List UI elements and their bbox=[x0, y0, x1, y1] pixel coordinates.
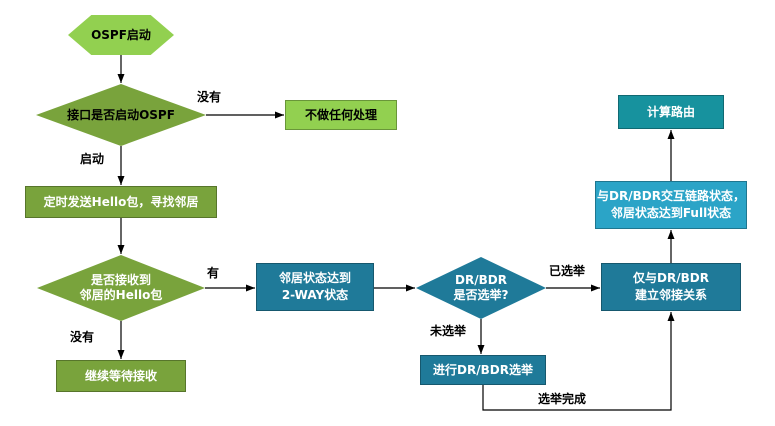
node-do-election-label: 进行DR/BDR选举 bbox=[433, 362, 533, 377]
node-do-election: 进行DR/BDR选举 bbox=[420, 355, 546, 385]
node-keep-waiting: 继续等待接收 bbox=[56, 360, 186, 392]
node-check-hello-label-line2: 邻居的Hello包 bbox=[79, 288, 163, 302]
node-two-way-label-line2: 2-WAY状态 bbox=[281, 288, 349, 302]
edge-label-election-done: 选举完成 bbox=[538, 392, 587, 406]
edge-label-started: 启动 bbox=[80, 152, 105, 166]
node-keep-waiting-label: 继续等待接收 bbox=[84, 368, 157, 383]
node-exchange-full: 与DR/BDR交互链路状态， 邻居状态达到Full状态 bbox=[595, 181, 747, 229]
node-calc-route-label: 计算路由 bbox=[646, 104, 695, 119]
node-adjacency-label-line1: 仅与DR/BDR bbox=[633, 271, 709, 286]
node-check-hello-label-line1: 是否接收到 bbox=[90, 273, 151, 287]
node-no-action-label: 不做任何处理 bbox=[304, 107, 377, 122]
node-check-election-label-line1: DR/BDR bbox=[455, 273, 507, 287]
node-check-interface-label: 接口是否启动OSPF bbox=[67, 107, 175, 122]
node-no-action: 不做任何处理 bbox=[285, 100, 397, 130]
node-exchange-full-label-line1: 与DR/BDR交互链路状态， bbox=[597, 189, 745, 204]
arrow-do-election-to-adjacency bbox=[482, 312, 675, 411]
edge-label-not-elected: 未选举 bbox=[430, 324, 467, 338]
edge-label-hello-received: 有 bbox=[207, 266, 220, 280]
edge-label-no-interface: 没有 bbox=[197, 90, 222, 104]
node-send-hello-label: 定时发送Hello包，寻找邻居 bbox=[43, 194, 199, 209]
node-adjacency: 仅与DR/BDR 建立邻接关系 bbox=[601, 263, 741, 311]
node-check-election-label-line2: 是否选举? bbox=[453, 288, 509, 302]
edge-label-hello-not-received: 没有 bbox=[70, 330, 95, 344]
node-ospf-start: OSPF启动 bbox=[68, 15, 174, 55]
node-two-way-label-line1: 邻居状态达到 bbox=[278, 271, 351, 286]
node-adjacency-label-line2: 建立邻接关系 bbox=[634, 288, 707, 302]
node-ospf-start-label: OSPF启动 bbox=[91, 27, 151, 42]
edge-label-elected: 已选举 bbox=[549, 264, 586, 278]
node-two-way: 邻居状态达到 2-WAY状态 bbox=[256, 263, 374, 311]
node-send-hello: 定时发送Hello包，寻找邻居 bbox=[25, 186, 217, 218]
node-calc-route: 计算路由 bbox=[618, 95, 724, 129]
node-exchange-full-label-line2: 邻居状态达到Full状态 bbox=[610, 206, 732, 220]
